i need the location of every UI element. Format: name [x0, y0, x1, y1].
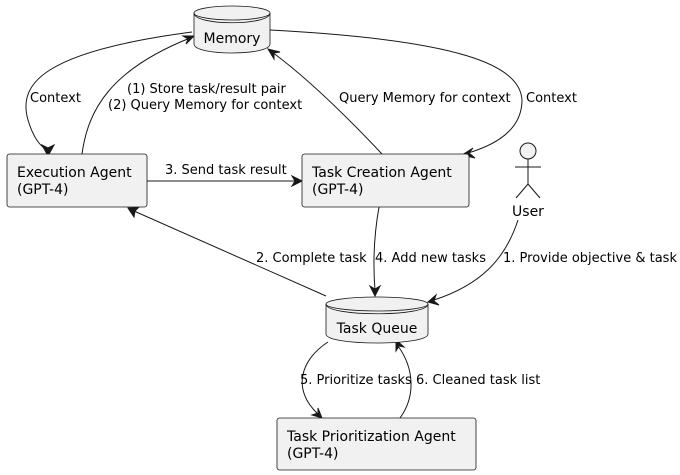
edge-queue-to-execution [133, 210, 327, 297]
arrowhead [310, 407, 323, 419]
edge-label-creation-query-memory: Query Memory for context [339, 91, 511, 106]
task-creation-agent-model: (GPT-4) [312, 182, 363, 198]
task-prioritization-agent-node: Task Prioritization Agent (GPT-4) [276, 417, 477, 471]
edge-prioritization-to-queue [397, 345, 412, 419]
edge-label-provide-objective: 1. Provide objective & task [503, 251, 677, 266]
edge-creation-to-memory [271, 51, 383, 155]
arrowhead [368, 284, 382, 298]
edge-creation-to-queue [373, 206, 380, 291]
task-creation-agent-title: Task Creation Agent [311, 165, 452, 181]
memory-node: Memory [193, 5, 271, 54]
task-queue-label: Task Queue [336, 321, 418, 337]
execution-agent-title: Execution Agent [17, 165, 132, 181]
edge-label-send-task-result: 3. Send task result [165, 163, 287, 178]
edge-user-to-queue [433, 219, 519, 301]
arrowhead [290, 174, 304, 188]
edge-memory-to-execution [25, 31, 193, 151]
task-creation-agent-node: Task Creation Agent (GPT-4) [301, 153, 470, 208]
arrowhead [40, 143, 56, 158]
edge-label-complete-task: 2. Complete task [256, 251, 367, 266]
edge-label-context-execution: Context [30, 91, 81, 106]
execution-agent-node: Execution Agent (GPT-4) [6, 153, 148, 208]
edge-label-query-memory: (2) Query Memory for context [108, 98, 302, 113]
edge-execution-to-memory [81, 37, 191, 155]
edge-label-cleaned-task-list: 6. Cleaned task list [416, 373, 540, 388]
edge-queue-to-prioritization [301, 341, 329, 415]
task-prioritization-agent-title: Task Prioritization Agent [286, 429, 456, 445]
arrowhead [426, 293, 440, 306]
arrowhead [266, 48, 281, 61]
user-icon [519, 142, 537, 160]
arrowhead [181, 35, 196, 45]
edge-label-context-creation: Context [526, 91, 577, 106]
execution-agent-model: (GPT-4) [17, 182, 68, 198]
edge-memory-to-creation [269, 29, 523, 154]
edge-label-store-task: (1) Store task/result pair [127, 82, 287, 97]
arrowhead [395, 338, 406, 353]
memory-label: Memory [204, 31, 261, 47]
user-actor: User [512, 142, 544, 220]
edge-label-prioritize-tasks: 5. Prioritize tasks [300, 373, 412, 388]
task-prioritization-agent-model: (GPT-4) [287, 446, 338, 462]
user-label: User [512, 204, 544, 220]
edge-label-add-new-tasks: 4. Add new tasks [375, 251, 486, 266]
task-queue-node: Task Queue [325, 296, 429, 344]
